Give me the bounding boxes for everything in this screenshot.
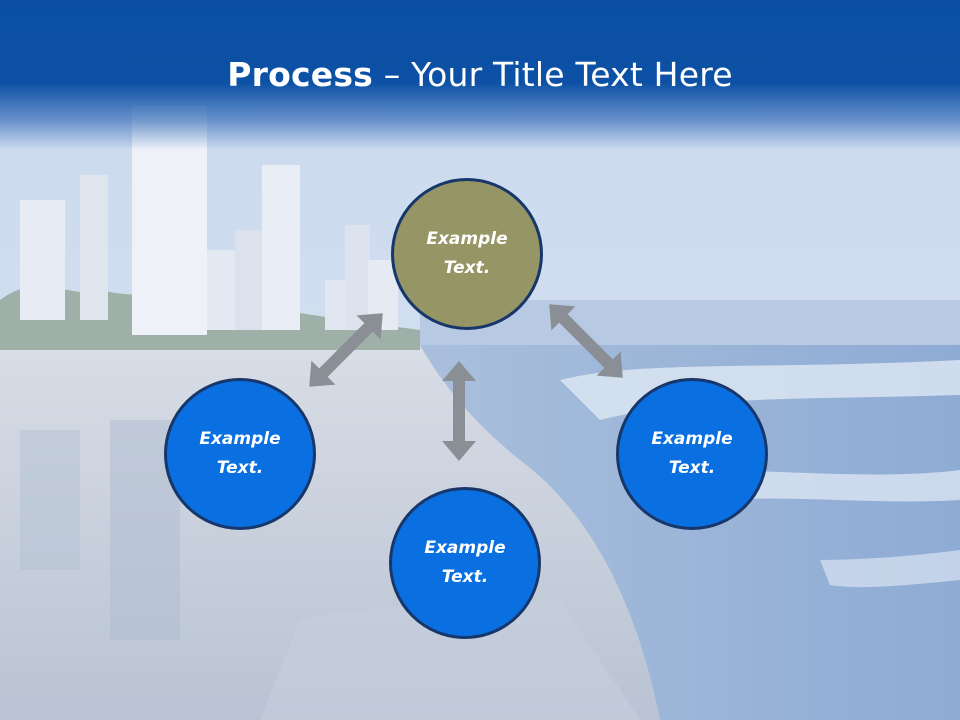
process-node-left: Example Text. bbox=[164, 378, 316, 530]
node-top-text: Example Text. bbox=[426, 229, 508, 278]
process-node-bottom: Example Text. bbox=[389, 487, 541, 639]
node-bottom-text: Example Text. bbox=[424, 538, 506, 587]
process-node-right: Example Text. bbox=[616, 378, 768, 530]
slide-title: Process – Your Title Text Here bbox=[0, 52, 960, 98]
double-arrow-top-right bbox=[549, 304, 623, 378]
node-right-text: Example Text. bbox=[651, 429, 733, 478]
double-arrow-vertical bbox=[442, 361, 476, 461]
node-left-text: Example Text. bbox=[199, 429, 281, 478]
title-bold: Process bbox=[227, 55, 374, 94]
double-arrow-top-left bbox=[309, 313, 383, 387]
process-node-top: Example Text. bbox=[391, 178, 543, 330]
title-banner bbox=[0, 0, 960, 150]
title-rest: – Your Title Text Here bbox=[373, 55, 733, 94]
